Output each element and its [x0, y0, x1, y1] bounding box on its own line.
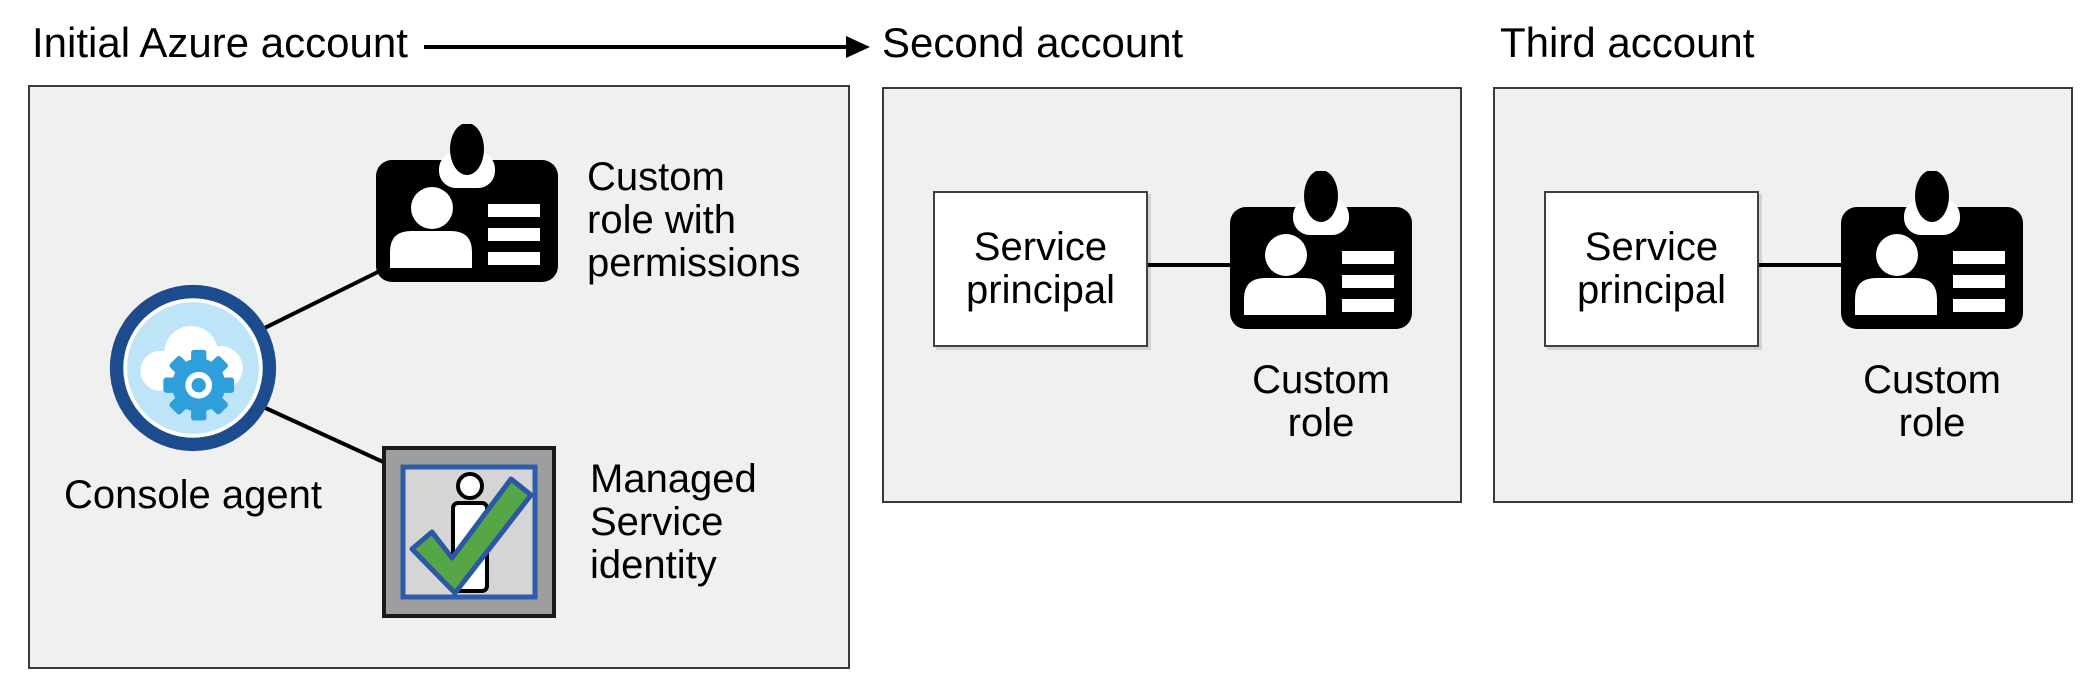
- custom-role-permissions-label: Custom role with permissions: [587, 155, 801, 285]
- console-agent-cloud-gear-icon: [109, 284, 277, 452]
- custom-role-label-third: Custom role: [1863, 358, 2001, 445]
- badge-person: [411, 187, 453, 229]
- flow-arrow-head: [846, 36, 870, 58]
- managed-identity-person-checkmark-icon: [382, 446, 556, 618]
- gear-icon: [163, 349, 235, 421]
- title-third-account: Third account: [1500, 19, 1755, 66]
- service-principal-box-third: Service principal: [1544, 191, 1759, 347]
- managed-identity-label: Managed Service identity: [590, 457, 757, 587]
- console-agent-label: Console agent: [64, 473, 322, 517]
- badge-clip: [450, 124, 484, 175]
- service-principal-label-second: Service principal: [966, 225, 1115, 312]
- custom-role-id-badge-icon-third: [1841, 171, 2023, 329]
- custom-role-id-badge-icon: [376, 124, 558, 282]
- custom-role-id-badge-icon-second: [1230, 171, 1412, 329]
- custom-role-label-second: Custom role: [1252, 358, 1390, 445]
- service-principal-label-third: Service principal: [1577, 225, 1726, 312]
- title-second-account: Second account: [882, 19, 1184, 66]
- checkmark-icon: [409, 476, 534, 596]
- service-principal-box-second: Service principal: [933, 191, 1148, 347]
- title-initial-azure-account: Initial Azure account: [32, 19, 408, 66]
